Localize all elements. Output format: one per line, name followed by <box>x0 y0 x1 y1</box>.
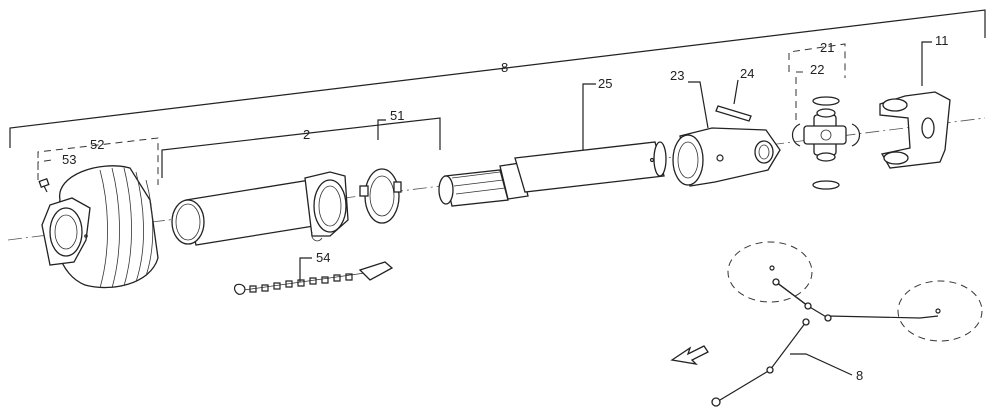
leader-8-bottom <box>790 353 853 376</box>
part-23-yoke <box>672 127 781 187</box>
bracket-51 <box>377 119 386 140</box>
part-22-cross-journal <box>803 108 847 162</box>
label-24: 24 <box>740 66 754 81</box>
part-52-protection-cone <box>41 165 159 289</box>
bracket-2 <box>161 117 441 178</box>
label-52: 52 <box>90 137 104 152</box>
leader-54 <box>299 257 312 282</box>
bracket-53 <box>37 159 53 180</box>
label-2: 2 <box>303 127 310 142</box>
label-8-top: 8 <box>501 60 508 75</box>
label-53: 53 <box>62 152 76 167</box>
label-22: 22 <box>810 62 824 77</box>
label-8-bottom: 8 <box>856 368 863 383</box>
part-54-chain <box>233 261 394 295</box>
leader-25 <box>582 83 596 152</box>
leader-23 <box>688 81 709 129</box>
part-24-pin <box>715 105 752 122</box>
label-23: 23 <box>670 68 684 83</box>
bracket-52 <box>37 137 159 185</box>
label-25: 25 <box>598 76 612 91</box>
bracket-22 <box>795 71 806 120</box>
part-11-fork-yoke <box>879 91 951 169</box>
leader-11 <box>921 41 932 86</box>
direction-arrow <box>670 345 709 365</box>
bracket-21 <box>788 43 846 78</box>
part-51-bearing-ring <box>359 168 402 224</box>
part-8-shaft-overview <box>711 241 983 407</box>
leader-24 <box>733 79 739 105</box>
part-25-inner-tube <box>438 141 667 207</box>
part-21-circlips <box>791 96 861 190</box>
bracket-8-top <box>9 9 986 148</box>
part-53-screw <box>38 177 50 193</box>
part-2-outer-tube <box>171 171 349 246</box>
label-54: 54 <box>316 250 330 265</box>
label-11: 11 <box>935 33 949 48</box>
label-21: 21 <box>820 40 834 55</box>
label-51: 51 <box>390 108 404 123</box>
